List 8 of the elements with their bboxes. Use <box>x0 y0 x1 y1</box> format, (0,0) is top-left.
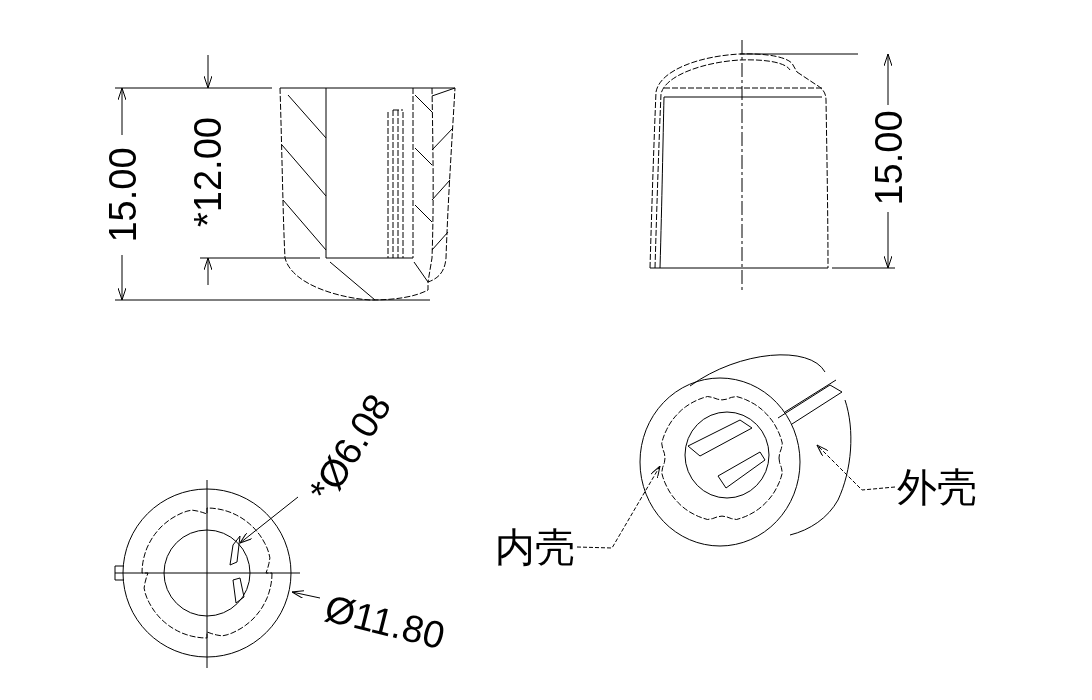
dimension-text: 15.00 <box>869 110 908 206</box>
part-label: 内壳 <box>495 527 575 567</box>
dimension-text: *12.00 <box>188 117 227 227</box>
dimension-text: 15.00 <box>103 147 142 243</box>
leader-line <box>816 444 896 491</box>
dimension-text: Ø11.80 <box>321 588 449 656</box>
part-label: 外壳 <box>897 467 977 507</box>
leader-line <box>576 465 661 549</box>
